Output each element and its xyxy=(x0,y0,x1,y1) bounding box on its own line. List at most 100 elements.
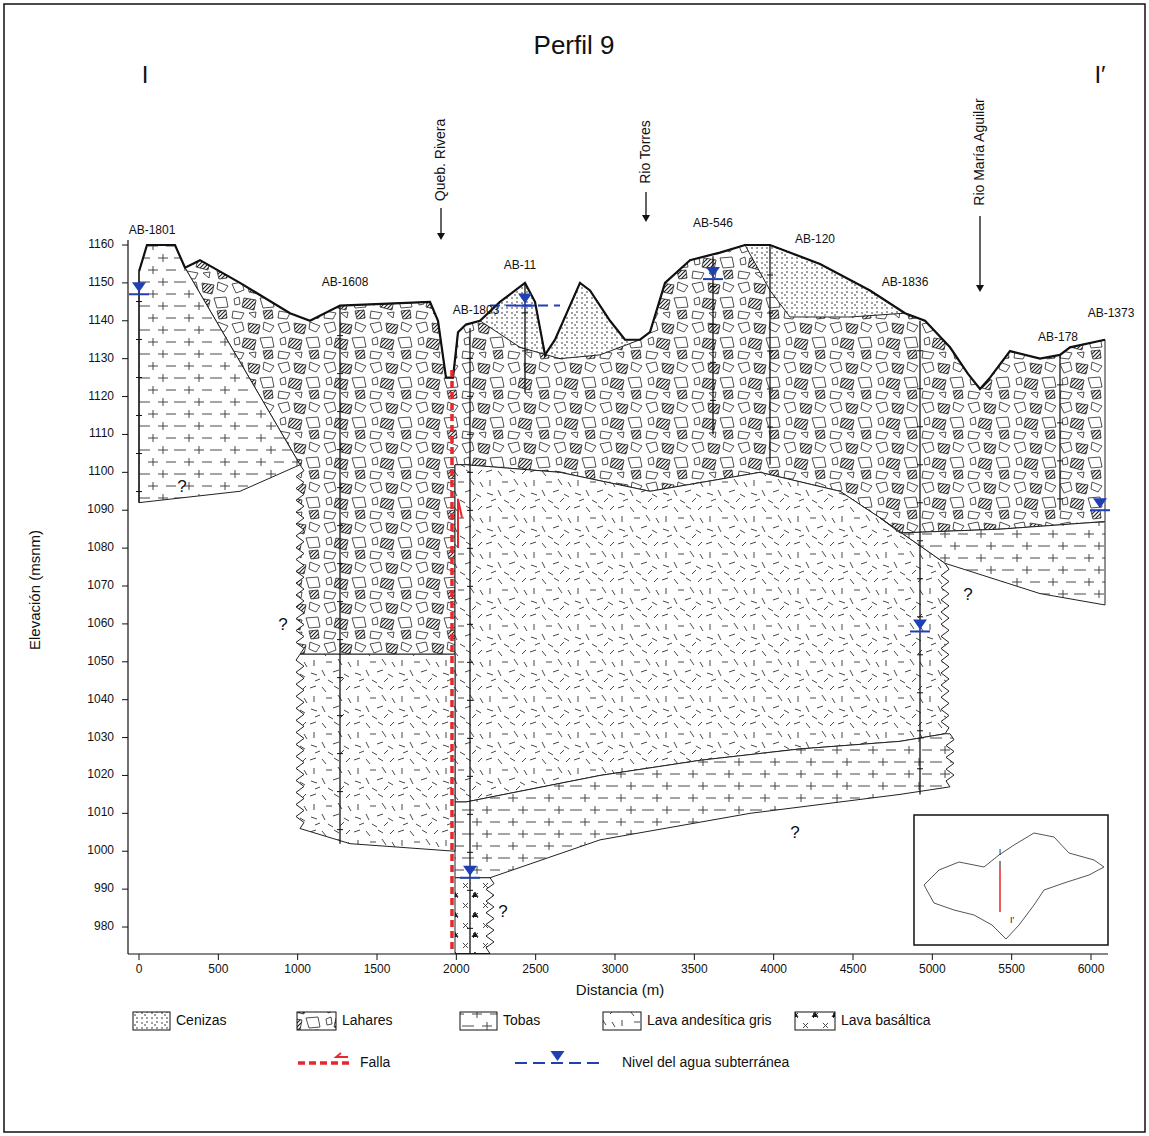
borehole-tick xyxy=(710,286,716,287)
borehole-tick xyxy=(467,586,473,587)
borehole-tick xyxy=(767,427,773,428)
water-level-triangle xyxy=(463,866,477,876)
uncertainty-mark: ? xyxy=(278,616,287,635)
fault-arrow xyxy=(458,499,462,548)
tick-label: 2500 xyxy=(522,963,549,976)
tick-label: 1110 xyxy=(89,428,114,441)
river-label: Queb. Rivera xyxy=(433,119,448,201)
pattern-sample xyxy=(603,1012,641,1030)
y-tick xyxy=(122,358,128,359)
tick-label: 1040 xyxy=(87,693,114,706)
borehole-tick xyxy=(467,472,473,473)
inset-frame xyxy=(914,815,1108,945)
legend-label: Lava andesítica gris xyxy=(647,1013,772,1028)
tick-label: 1140 xyxy=(88,314,114,327)
borehole-tick xyxy=(917,350,923,351)
borehole-tick xyxy=(467,814,473,815)
inset-section-line xyxy=(1000,861,1001,868)
x-tick xyxy=(694,954,695,960)
river-arrow xyxy=(440,208,441,235)
x-tick xyxy=(535,954,536,960)
x-tick xyxy=(773,954,774,960)
y-tick xyxy=(122,434,128,435)
tick-label: 1030 xyxy=(87,731,114,744)
borehole-tick xyxy=(917,578,923,579)
inset-map-outline xyxy=(924,833,1104,939)
tick-label: 3500 xyxy=(681,963,708,976)
well-label: AB-1803 xyxy=(453,304,500,317)
legend-swatch xyxy=(515,1051,600,1063)
tick-label: 1500 xyxy=(364,963,391,976)
water-level-triangle xyxy=(1093,498,1107,508)
well-label: AB-120 xyxy=(795,233,835,246)
tick-label: 980 xyxy=(94,920,114,933)
legend-label: Cenizas xyxy=(176,1013,227,1028)
tuff-unit xyxy=(880,518,1105,605)
borehole-tick xyxy=(337,373,343,374)
uncertainty-mark: ? xyxy=(790,824,799,843)
y-tick xyxy=(122,775,128,776)
well-label: AB-1801 xyxy=(129,224,176,237)
tick-label: 1010 xyxy=(87,807,114,820)
water-level-line xyxy=(460,877,480,879)
borehole-tick xyxy=(522,350,528,351)
borehole-tick xyxy=(467,434,473,435)
tick-label: 3000 xyxy=(602,963,629,976)
borehole-tick xyxy=(467,358,473,359)
tick-label: 1080 xyxy=(87,542,114,555)
borehole-tick xyxy=(337,563,343,564)
borehole-tick xyxy=(1057,422,1063,423)
uncertainty-mark: ? xyxy=(963,586,972,605)
legend-swatch xyxy=(298,1053,350,1063)
river-arrow xyxy=(979,216,980,287)
borehole-tick xyxy=(337,753,343,754)
tick-label: 5000 xyxy=(919,963,946,976)
borehole-tick xyxy=(136,415,142,416)
borehole-tick xyxy=(136,453,142,454)
pattern-sample xyxy=(133,1012,170,1030)
borehole xyxy=(769,245,770,465)
x-tick xyxy=(139,954,140,960)
well-label: AB-546 xyxy=(693,217,733,230)
fault-arrow xyxy=(336,1053,348,1057)
borehole-tick xyxy=(467,396,473,397)
borehole-tick xyxy=(467,700,473,701)
water-level-triangle xyxy=(551,1051,565,1061)
section-marker: I xyxy=(999,848,1002,858)
river-label: Rio María Aguilar xyxy=(972,98,987,205)
borehole-tick xyxy=(710,362,716,363)
pattern-sample xyxy=(297,1012,336,1030)
borehole xyxy=(919,321,920,795)
borehole-tick xyxy=(917,730,923,731)
y-tick xyxy=(122,623,128,624)
y-tick xyxy=(122,927,128,928)
tick-label: 1150 xyxy=(88,276,114,289)
legend-label: Nivel del agua subterránea xyxy=(622,1055,789,1070)
well-label: AB-1608 xyxy=(322,276,369,289)
water-level-line xyxy=(1090,509,1110,511)
y-axis xyxy=(127,240,128,954)
water-level-sample xyxy=(515,1062,600,1064)
x-tick xyxy=(615,954,616,960)
borehole-tick xyxy=(917,768,923,769)
borehole-tick xyxy=(917,692,923,693)
uncertainty-mark: ? xyxy=(498,903,507,922)
tick-label: 990 xyxy=(94,883,114,896)
borehole-tick xyxy=(337,449,343,450)
borehole-tick xyxy=(917,654,923,655)
borehole-tick xyxy=(767,313,773,314)
tick-label: 1130 xyxy=(88,352,114,365)
borehole-tick xyxy=(337,677,343,678)
y-tick xyxy=(122,282,128,283)
x-tick xyxy=(297,954,298,960)
borehole-tick xyxy=(467,890,473,891)
borehole-tick xyxy=(767,389,773,390)
borehole-tick xyxy=(136,339,142,340)
borehole xyxy=(469,328,470,953)
y-tick xyxy=(122,586,128,587)
legend-label: Lahares xyxy=(342,1013,393,1028)
water-level-line xyxy=(490,305,560,307)
borehole-tick xyxy=(467,662,473,663)
y-tick xyxy=(122,472,128,473)
